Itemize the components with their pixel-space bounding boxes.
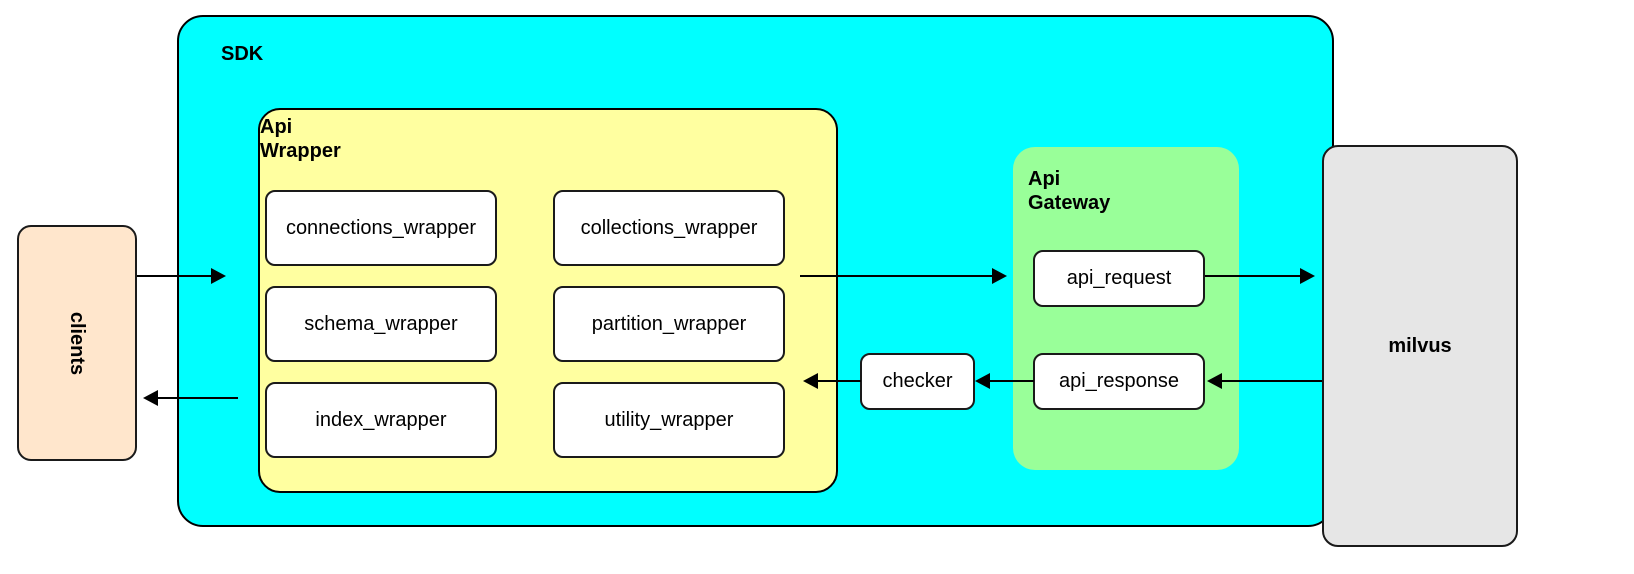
api-gateway-container [1013, 147, 1239, 470]
node-partition-wrapper[interactable]: partition_wrapper [553, 286, 785, 362]
sdk-title: SDK [221, 43, 264, 65]
node-label: utility_wrapper [604, 408, 734, 431]
node-connections-wrapper[interactable]: connections_wrapper [265, 190, 497, 266]
milvus-label: milvus [1388, 334, 1452, 357]
api-wrapper-title: Api Wrapper [260, 116, 341, 162]
node-collections-wrapper[interactable]: collections_wrapper [553, 190, 785, 266]
api-gateway-title: Api Gateway [1028, 168, 1111, 214]
milvus-node[interactable]: milvus [1322, 145, 1518, 547]
node-label: checker [882, 370, 953, 392]
node-label: connections_wrapper [285, 216, 477, 239]
checker-node[interactable]: checker [860, 353, 975, 410]
node-label: schema_wrapper [304, 312, 458, 335]
node-label: collections_wrapper [580, 216, 758, 239]
node-label: api_response [1058, 370, 1180, 392]
node-label: index_wrapper [315, 408, 447, 431]
node-label: partition_wrapper [591, 312, 747, 335]
node-schema-wrapper[interactable]: schema_wrapper [265, 286, 497, 362]
node-api-request[interactable]: api_request [1033, 250, 1205, 307]
clients-node[interactable]: clients [17, 225, 137, 461]
node-index-wrapper[interactable]: index_wrapper [265, 382, 497, 458]
node-label: api_request [1066, 267, 1172, 289]
clients-label: clients [66, 311, 89, 375]
node-api-response[interactable]: api_response [1033, 353, 1205, 410]
node-utility-wrapper[interactable]: utility_wrapper [553, 382, 785, 458]
